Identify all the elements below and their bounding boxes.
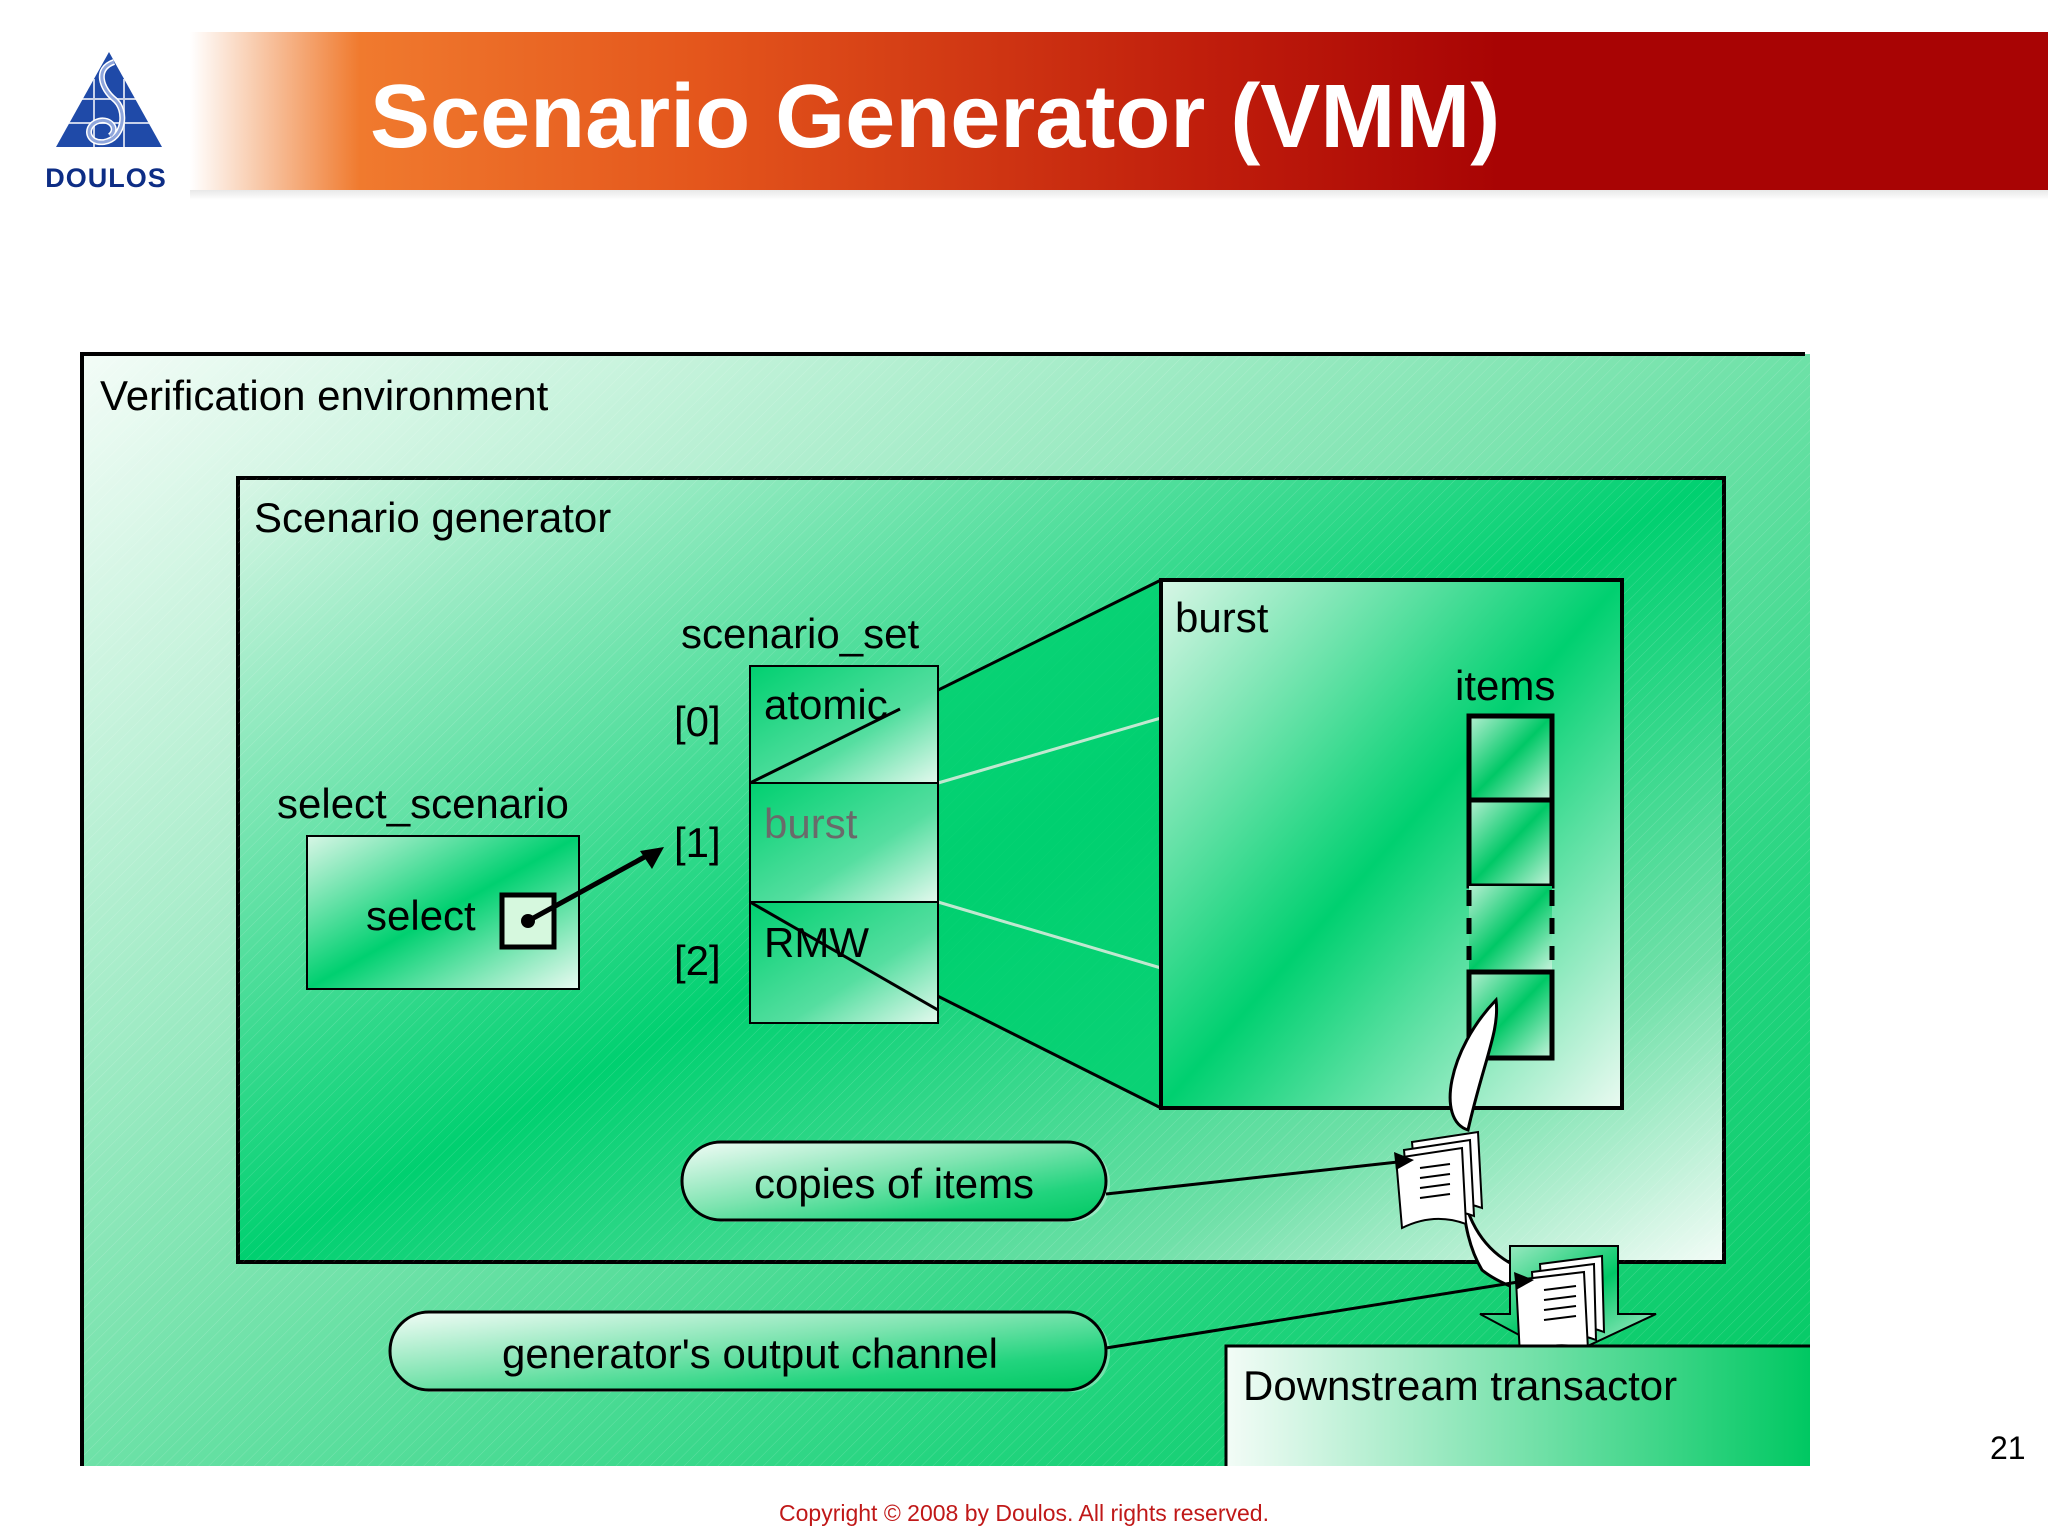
copyright-notice: Copyright © 2008 by Doulos. All rights r… — [779, 1500, 1269, 1526]
title-banner-shadow — [190, 190, 2048, 200]
select-arrow — [526, 851, 652, 924]
scenario-burst-label: burst — [764, 800, 858, 847]
scenario-cell-atomic[interactable] — [749, 665, 939, 784]
downstream-border — [1224, 1344, 1810, 1466]
items-label: items — [1455, 662, 1555, 709]
copies-callout — [680, 1140, 1414, 1222]
funnel-inner-bottom — [937, 900, 1162, 970]
funnel-overlay-bottom — [749, 900, 939, 1012]
index-1: [1] — [674, 819, 721, 866]
environment-label: Verification environment — [100, 372, 549, 419]
copies-label: copies of items — [754, 1160, 1034, 1207]
select-label: select — [366, 892, 476, 939]
item-cell[interactable] — [1466, 797, 1555, 889]
scenario-cell-rmw[interactable] — [749, 901, 939, 1024]
copies-document-stack-icon — [1394, 1130, 1484, 1230]
slide-title: Scenario Generator (VMM) — [370, 67, 1501, 167]
select-scenario-label: select_scenario — [277, 780, 569, 827]
item-cell-gap — [1469, 886, 1552, 972]
scenario-set-label: scenario_set — [681, 610, 919, 657]
output-channel-callout — [388, 1272, 1534, 1392]
page-number: 21 — [1990, 1430, 2026, 1466]
downstream-transactor-box — [1226, 1346, 1810, 1466]
funnel-inner-top — [937, 716, 1162, 785]
item-cell[interactable] — [1466, 713, 1555, 803]
index-0: [0] — [674, 698, 721, 745]
scenario-atomic-label: atomic — [764, 681, 888, 728]
doulos-logo-icon — [56, 52, 162, 147]
funnel-overlay-top — [749, 707, 901, 785]
scenario-rmw-label: RMW — [764, 919, 869, 966]
select-arrowhead-icon — [640, 847, 664, 869]
zoom-funnel — [750, 580, 1161, 1108]
output-document-stack-icon — [1514, 1254, 1606, 1358]
logo-text: DOULOS — [45, 163, 167, 193]
scenario-cell-burst[interactable] — [749, 782, 939, 903]
flow-swoosh-upper — [1448, 996, 1499, 1132]
output-channel-label: generator's output channel — [502, 1330, 998, 1377]
title-banner — [0, 32, 2048, 190]
downstream-label: Downstream transactor — [1243, 1362, 1677, 1409]
burst-label: burst — [1175, 594, 1269, 641]
generator-label: Scenario generator — [254, 494, 611, 541]
index-2: [2] — [674, 937, 721, 984]
